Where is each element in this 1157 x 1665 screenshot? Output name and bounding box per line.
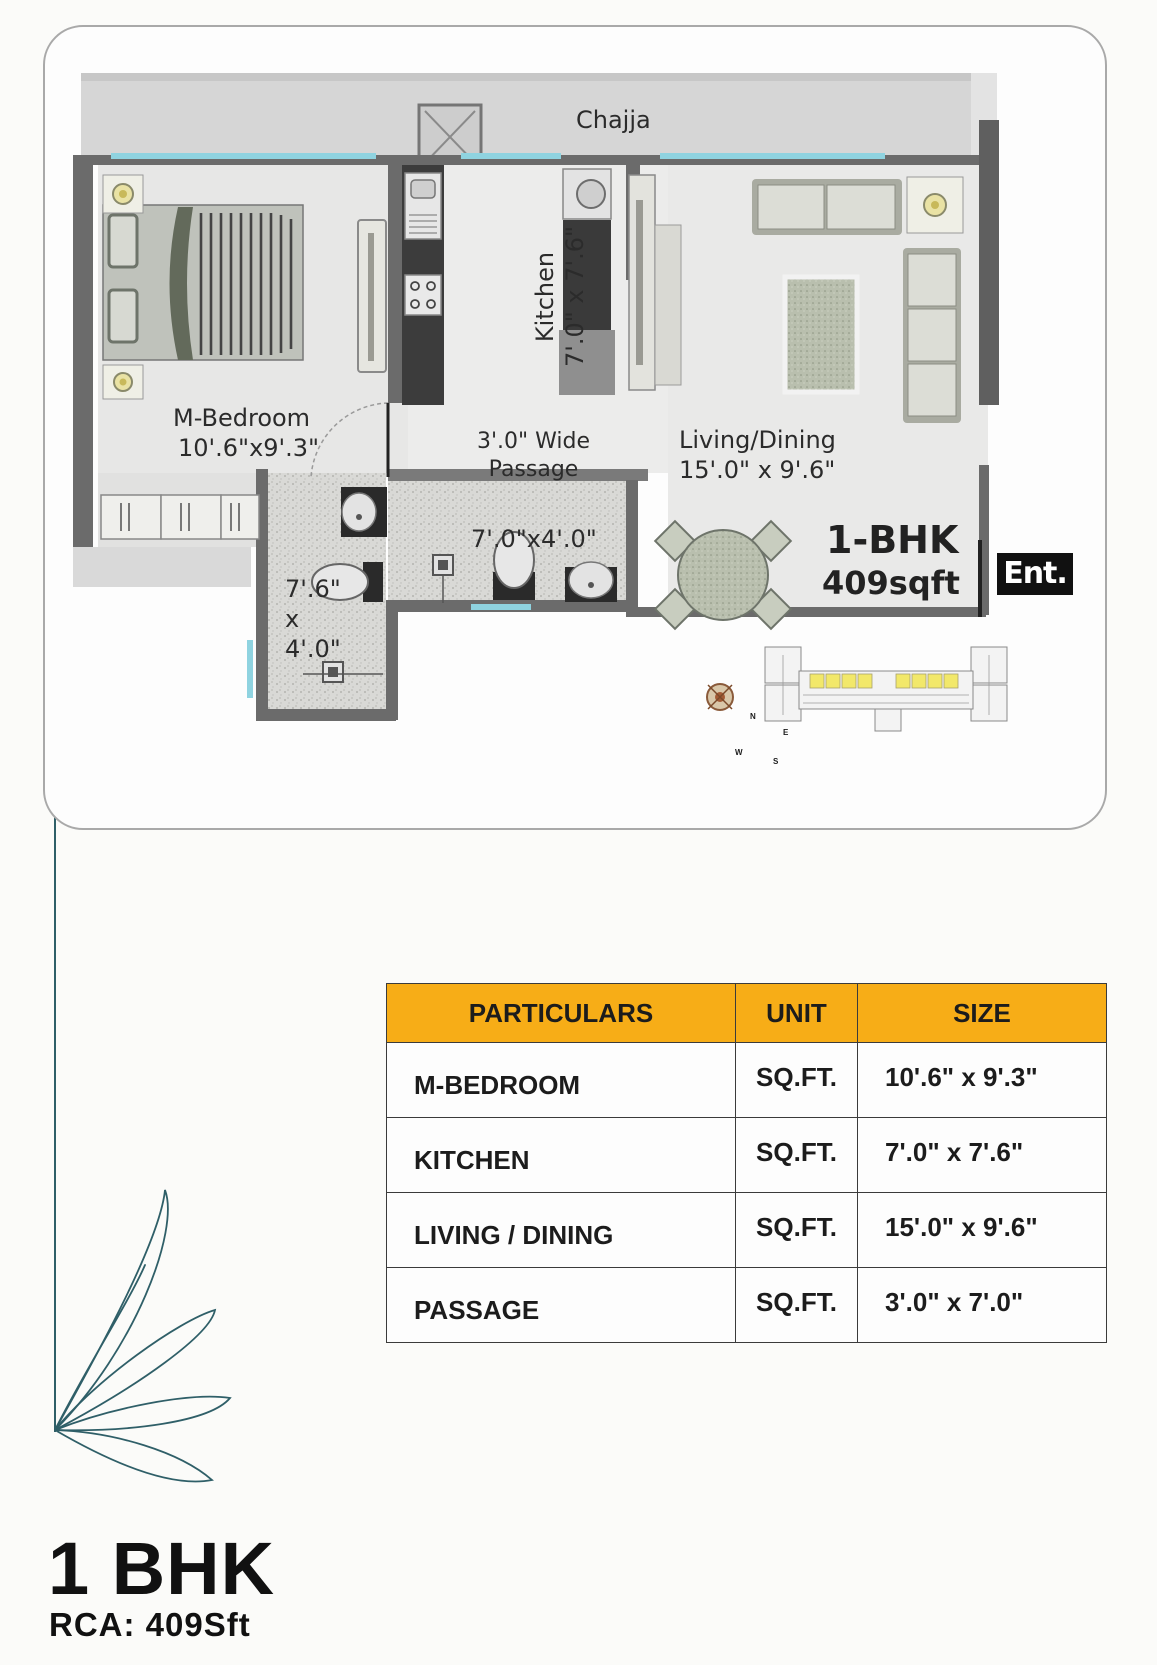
window-wc	[471, 604, 531, 610]
living-size: 15'.0" x 9'.6"	[679, 456, 836, 484]
header-unit: UNIT	[735, 983, 858, 1043]
compass-s: S	[773, 757, 779, 766]
bedroom-door-swing	[310, 402, 389, 478]
hob-icon	[404, 274, 442, 316]
coffee-table-rug	[782, 274, 860, 395]
fridge-icon	[559, 330, 615, 395]
rca-label: RCA: 409Sft	[49, 1606, 251, 1643]
unit-cell: SQ.FT.	[735, 1042, 858, 1118]
kitchen-name: Kitchen	[531, 251, 559, 343]
floor-plan-drawing	[73, 73, 1008, 732]
unit-cell: SQ.FT.	[735, 1192, 858, 1268]
wardrobe-icon	[100, 494, 260, 540]
chajja-label: Chajja	[576, 106, 651, 134]
kitchen-label: Kitchen 7'.0" x 7'.6"	[530, 225, 590, 367]
unit-area-label: 409sqft	[822, 564, 960, 602]
compass-rose-icon	[706, 683, 734, 711]
entrance-tag: Ent.	[997, 553, 1073, 595]
window-bedroom	[111, 153, 376, 159]
unit-cell: SQ.FT.	[735, 1117, 858, 1193]
compass-w: W	[735, 748, 743, 757]
size-cell: 10'.6" x 9'.3"	[857, 1042, 1107, 1118]
toilet-wc-icon	[493, 531, 535, 600]
living-name: Living/Dining	[679, 426, 836, 454]
table-row: PASSAGE SQ.FT. 3'.0" x 7'.0"	[386, 1267, 1107, 1343]
living-label: Living/Dining 15'.0" x 9'.6"	[679, 425, 836, 485]
bedroom-label: M-Bedroom 10'.6"x9'.3"	[173, 403, 319, 463]
particular-cell: M-BEDROOM	[386, 1042, 736, 1118]
window-bath	[247, 640, 253, 698]
table-header-row: PARTICULARS UNIT SIZE	[386, 983, 1107, 1043]
lamp-icon	[102, 174, 144, 400]
bath-size-line1: 7'.6"	[285, 575, 341, 603]
passage-width: 3'.0" Wide	[477, 429, 591, 454]
bath-size-label: 7'.6" x 4'.0"	[285, 574, 341, 664]
unit-title: 1 BHK	[48, 1527, 276, 1610]
particular-cell: LIVING / DINING	[386, 1192, 736, 1268]
room-size-table: PARTICULARS UNIT SIZE M-BEDROOM SQ.FT. 1…	[386, 983, 1107, 1343]
size-cell: 7'.0" x 7'.6"	[857, 1117, 1107, 1193]
kitchen-passage-floor	[408, 163, 668, 473]
size-cell: 15'.0" x 9'.6"	[857, 1192, 1107, 1268]
table-row: KITCHEN SQ.FT. 7'.0" x 7'.6"	[386, 1117, 1107, 1193]
toilet-size-label: 7'.0"x4'.0"	[471, 525, 597, 553]
size-cell: 3'.0" x 7'.0"	[857, 1267, 1107, 1343]
compass-n: N	[750, 712, 756, 721]
window-kitchen	[461, 153, 561, 159]
bed-icon	[102, 204, 304, 361]
particular-cell: PASSAGE	[386, 1267, 736, 1343]
bedroom-size: 10'.6"x9'.3"	[178, 434, 320, 462]
bath-size-line3: 4'.0"	[285, 635, 341, 663]
toilet-bath-icon	[311, 562, 383, 602]
wash-basin-wc-icon	[565, 561, 617, 602]
dining-table-icon	[653, 519, 793, 631]
kitchen-size: 7'.0" x 7'.6"	[561, 225, 589, 367]
bath-size-line2: x	[285, 605, 300, 633]
sofa-icon	[752, 179, 961, 423]
compass-e: E	[783, 728, 789, 737]
particular-cell: KITCHEN	[386, 1117, 736, 1193]
header-size: SIZE	[857, 983, 1107, 1043]
header-particulars: PARTICULARS	[386, 983, 736, 1043]
unit-cell: SQ.FT.	[735, 1267, 858, 1343]
leaf-motif-icon	[54, 1189, 232, 1483]
passage-name: Passage	[488, 456, 579, 482]
chajja-area	[81, 73, 991, 165]
bedroom-name: M-Bedroom	[173, 404, 311, 432]
key-plan-icon	[764, 646, 1008, 732]
table-row: M-BEDROOM SQ.FT. 10'.6" x 9'.3"	[386, 1042, 1107, 1118]
unit-type-label: 1-BHK	[826, 518, 959, 562]
passage-label: 3'.0" Wide Passage	[477, 428, 590, 483]
table-row: LIVING / DINING SQ.FT. 15'.0" x 9'.6"	[386, 1192, 1107, 1268]
window-living	[660, 153, 885, 159]
